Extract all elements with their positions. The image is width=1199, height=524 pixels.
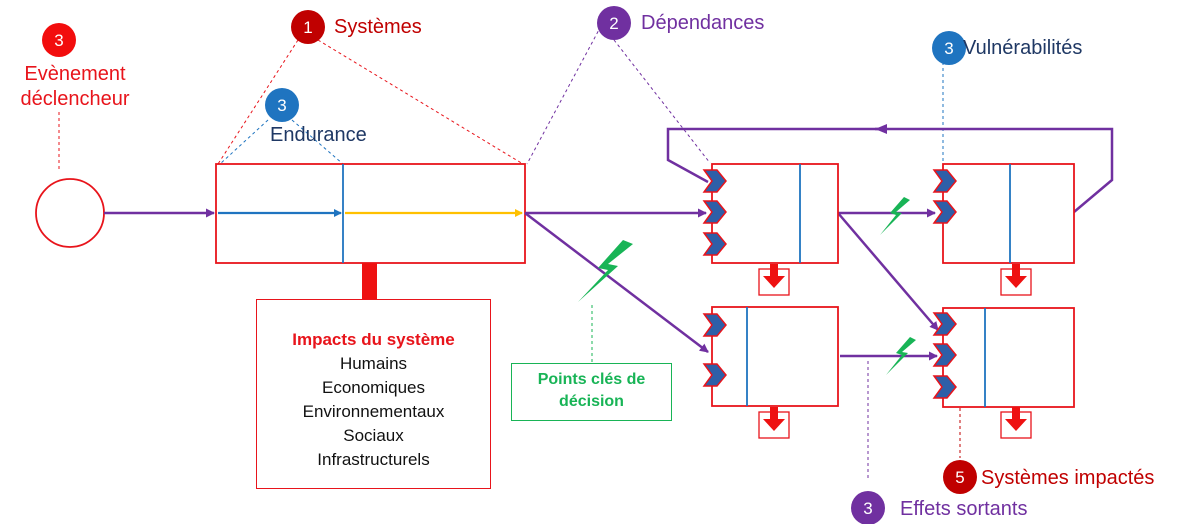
- secondary-system-boxes: [711, 163, 1075, 408]
- system-box-3: [711, 306, 839, 407]
- endurance-dividers: [746, 164, 1011, 407]
- badge-outgoing-effects-number: 3: [863, 499, 872, 518]
- impact-item-social: Sociaux: [343, 426, 404, 445]
- endurance-label: Endurance: [270, 124, 367, 146]
- systems-label: Systèmes: [334, 16, 422, 38]
- impact-item-infrastructure: Infrastructurels: [317, 450, 430, 469]
- badge-impacted-systems-number: 5: [955, 468, 964, 487]
- decision-label-line1: Points clés de: [537, 371, 646, 388]
- badge-systems: [291, 10, 325, 44]
- feedback-loop-arrow: [666, 124, 1114, 213]
- badge-impacted-systems: [943, 460, 977, 494]
- badge-trigger: [42, 23, 76, 57]
- badge-endurance-number: 3: [277, 96, 286, 115]
- badge-trigger-number: 3: [54, 31, 63, 50]
- system-box-5: [942, 307, 1075, 408]
- vulnerabilities-label: Vulnérabilités: [963, 37, 1082, 59]
- decision-points-box: Points clés de décision: [511, 363, 672, 421]
- badge-vulnerabilities-number: 3: [944, 39, 953, 58]
- impacts-box: Impacts du système Humains Economiques E…: [256, 299, 491, 489]
- dashed-connectors: [58, 25, 961, 480]
- dependencies-label: Dépendances: [641, 12, 764, 34]
- badge-outgoing-effects: [851, 491, 885, 524]
- number-badges: [42, 6, 977, 524]
- impact-item-human: Humains: [339, 354, 408, 373]
- badge-systems-number: 1: [303, 18, 312, 37]
- trigger-label-line2: déclencheur: [21, 88, 130, 110]
- outgoing-effects-label: Effets sortants: [900, 498, 1027, 520]
- impacted-systems-label: Systèmes impactés: [981, 467, 1154, 489]
- impacts-title: Impacts du système: [292, 330, 455, 349]
- system-box-4: [942, 163, 1075, 264]
- badge-endurance: [265, 88, 299, 122]
- system-box-2: [711, 163, 839, 264]
- trigger-event-circle: [35, 178, 105, 248]
- impact-item-environmental: Environnementaux: [302, 402, 445, 421]
- impact-item-economic: Economiques: [321, 378, 425, 397]
- badge-dependencies: [597, 6, 631, 40]
- decision-label-line2: décision: [559, 393, 624, 410]
- badge-vulnerabilities: [932, 31, 966, 65]
- trigger-label-line1: Evènement: [24, 63, 126, 85]
- badge-dependencies-number: 2: [609, 14, 618, 33]
